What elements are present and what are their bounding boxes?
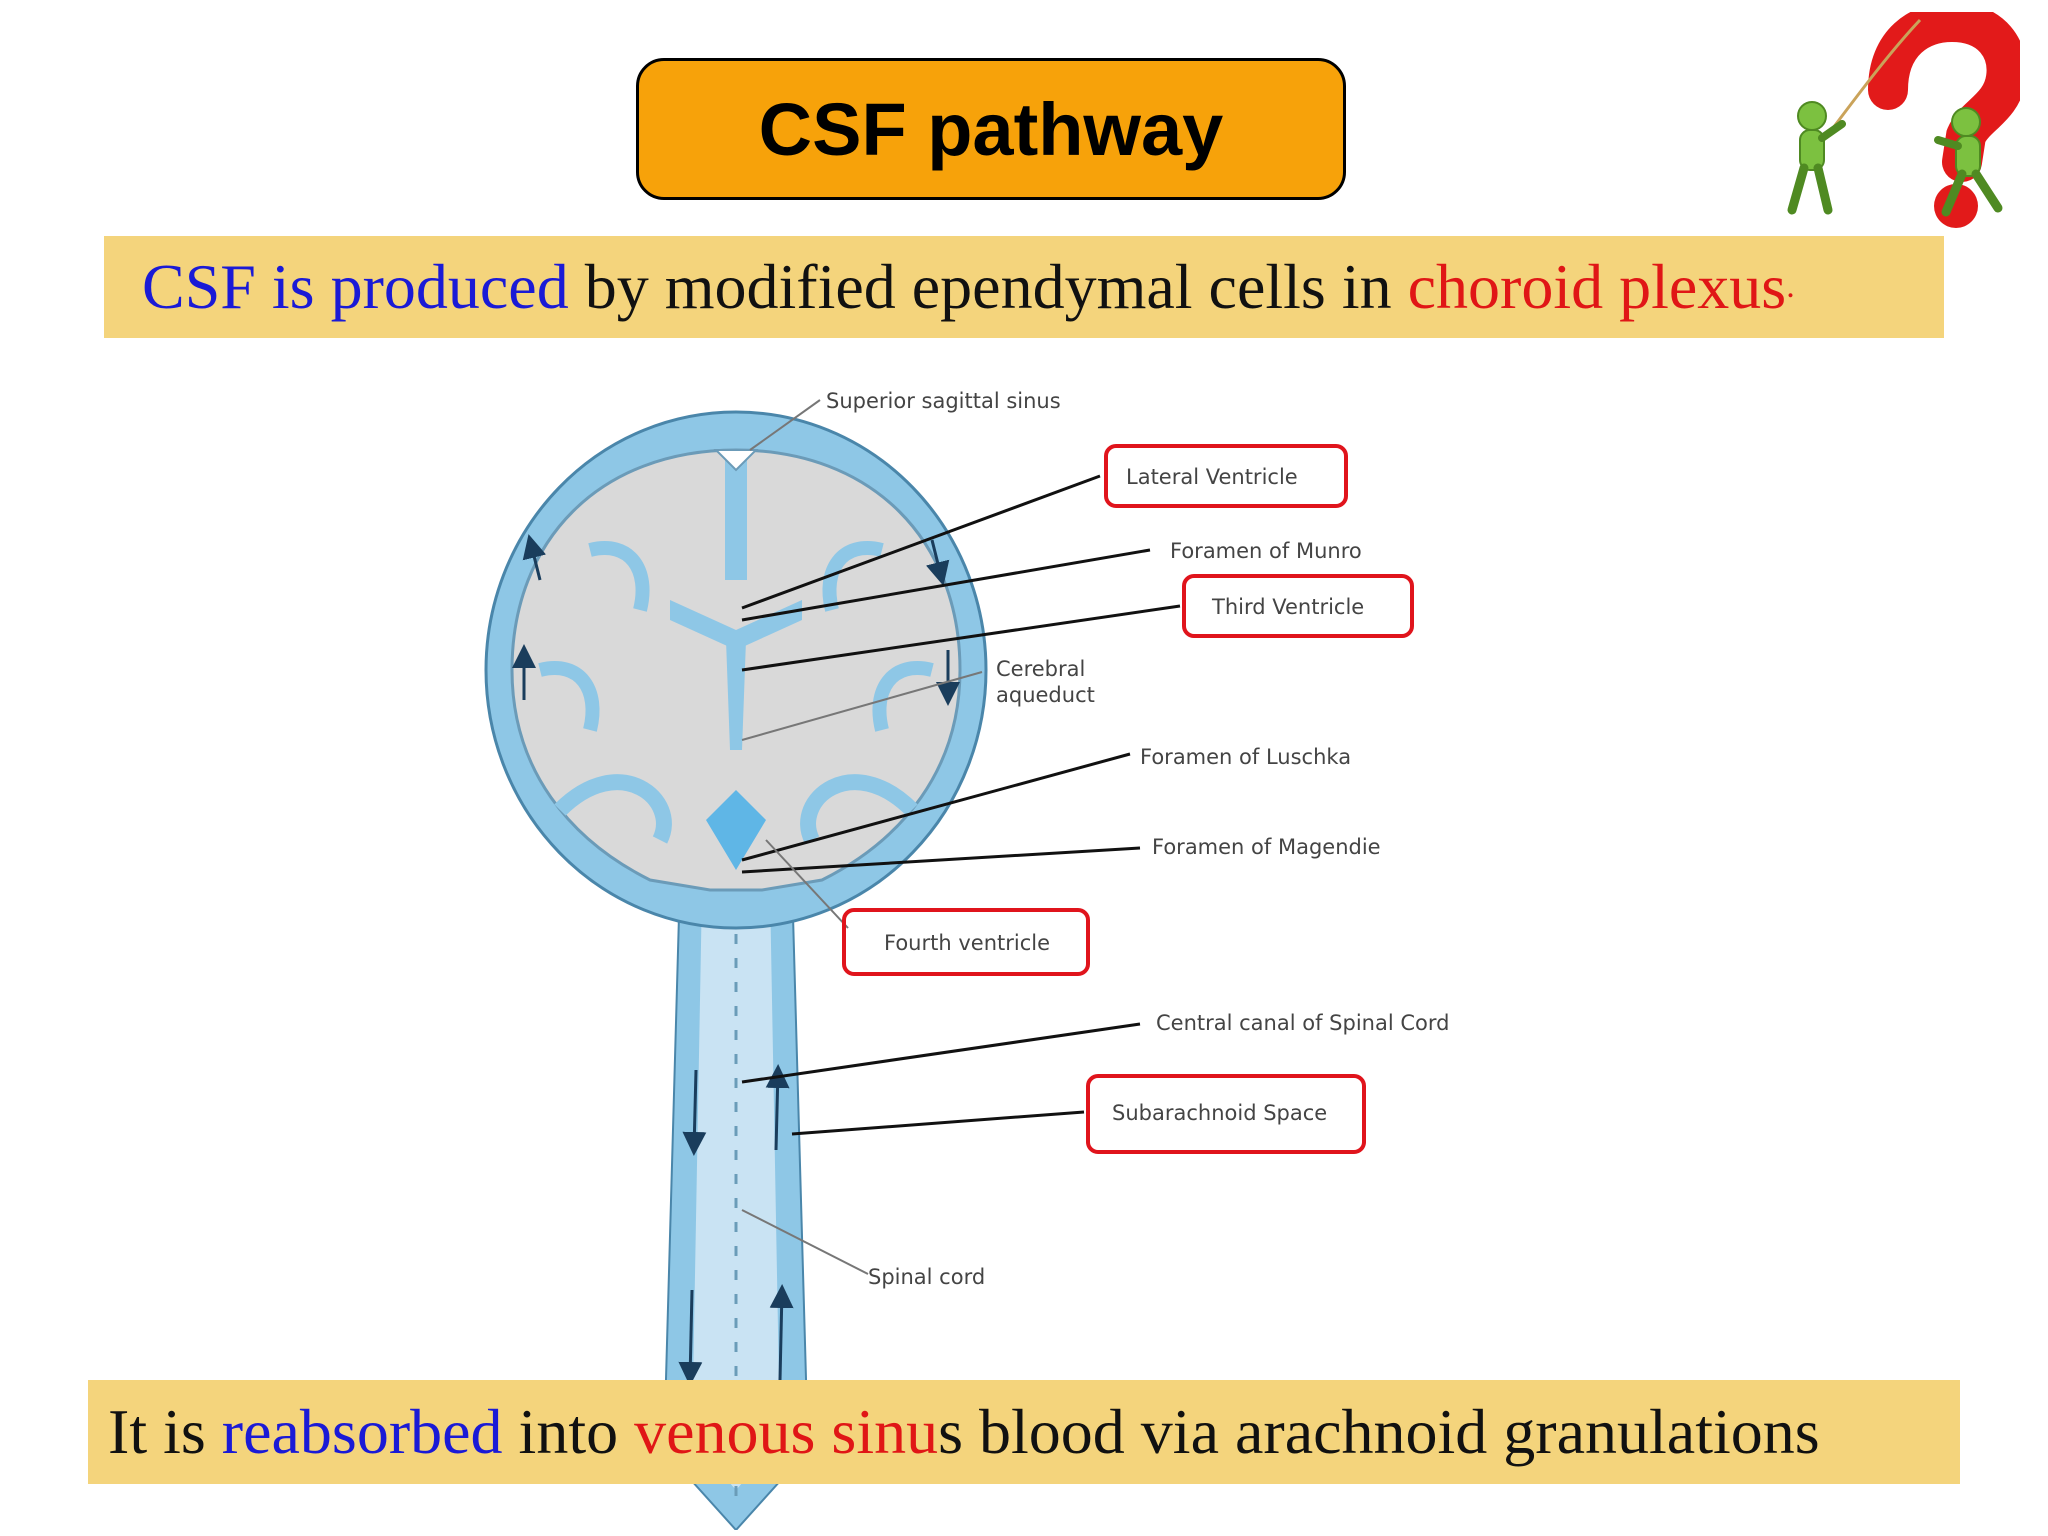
page-title: CSF pathway: [758, 87, 1224, 171]
subarachnoid-space-box: [1086, 1074, 1366, 1154]
label-cerebral-aqueduct-2: aqueduct: [996, 683, 1095, 707]
label-central-canal: Central canal of Spinal Cord: [1156, 1011, 1449, 1035]
into-text: into: [502, 1396, 635, 1467]
production-sentence: CSF is produced by modified ependymal ce…: [104, 236, 1944, 338]
label-third-ventricle: Third Ventricle: [1211, 595, 1364, 619]
ependymal-text: by modified ependymal cells in: [568, 251, 1408, 322]
lateral-ventricle-box: [1104, 444, 1348, 508]
period-text: .: [1786, 268, 1795, 305]
label-foramen-of-magendie: Foramen of Magendie: [1152, 835, 1381, 859]
title-box: CSF pathway: [636, 58, 1346, 200]
venous-sinus-text: venous sinu: [634, 1396, 939, 1467]
it-is-text: It is: [108, 1396, 222, 1467]
fourth-ventricle-shape: [706, 790, 766, 870]
blood-granulations-text: s blood via arachnoid granulations: [938, 1396, 1820, 1467]
label-superior-sagittal-sinus: Superior sagittal sinus: [826, 389, 1061, 413]
question-mark-people-icon: [1787, 12, 2020, 228]
choroid-plexus-text: choroid plexus: [1407, 251, 1787, 322]
label-cerebral-aqueduct-1: Cerebral: [996, 657, 1085, 681]
csf-produced-text: CSF is produced: [142, 251, 569, 322]
spinal-cord-body: [692, 890, 780, 1490]
reabsorbed-text: reabsorbed: [221, 1396, 503, 1467]
label-subarachnoid-space: Subarachnoid Space: [1112, 1101, 1327, 1125]
third-ventricle-shape: [726, 640, 746, 750]
label-lateral-ventricle: Lateral Ventricle: [1126, 465, 1298, 489]
third-ventricle-box: [1182, 574, 1414, 638]
label-foramen-of-luschka: Foramen of Luschka: [1140, 745, 1351, 769]
label-spinal-cord: Spinal cord: [868, 1265, 985, 1289]
label-foramen-of-munro: Foramen of Munro: [1170, 539, 1362, 563]
fourth-ventricle-box: [842, 908, 1090, 976]
label-fourth-ventricle: Fourth ventricle: [884, 931, 1050, 955]
csf-pathway-diagram: Superior sagittal sinus Lateral Ventricl…: [484, 389, 1449, 1530]
